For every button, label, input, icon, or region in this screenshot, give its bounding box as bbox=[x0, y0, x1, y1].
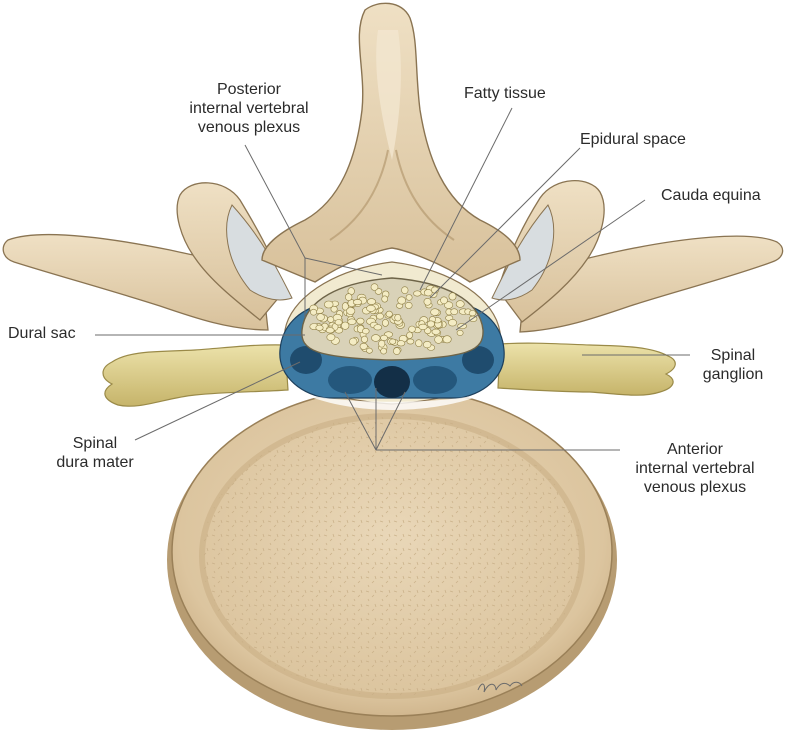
nerve-root bbox=[376, 312, 384, 320]
articular-process-left bbox=[176, 182, 293, 321]
label-spinal-dura-mater: Spinal dura mater bbox=[56, 435, 134, 471]
nerve-root bbox=[378, 339, 386, 348]
nerve-root bbox=[397, 296, 407, 305]
nerve-root bbox=[385, 310, 393, 318]
nerve-root bbox=[341, 321, 350, 330]
nerve-root bbox=[415, 339, 423, 348]
nerve-root bbox=[448, 319, 457, 327]
nerve-root bbox=[325, 327, 335, 334]
nerve-root bbox=[381, 295, 389, 303]
nerve-root bbox=[404, 301, 413, 309]
leader-cauda-equina bbox=[455, 199, 646, 331]
nerve-root bbox=[371, 334, 381, 342]
label-anterior-plexus: Anterior internal vertebral venous plexu… bbox=[635, 441, 755, 496]
leader-lines bbox=[95, 107, 690, 451]
nerve-root bbox=[381, 319, 389, 327]
nerve-root bbox=[423, 289, 433, 297]
nerve-root bbox=[345, 293, 353, 301]
nerve-root bbox=[373, 324, 383, 331]
nerve-root bbox=[440, 296, 448, 305]
label-spinal-ganglion: Spinal ganglion bbox=[702, 347, 764, 383]
nerve-root bbox=[442, 335, 452, 344]
nerve-root bbox=[401, 286, 409, 295]
nerve-root bbox=[366, 347, 373, 354]
nerve-root bbox=[362, 328, 370, 335]
label-cauda-equina: Cauda equina bbox=[661, 187, 761, 204]
nerve-root bbox=[316, 313, 325, 321]
nerve-root bbox=[361, 335, 368, 344]
leader-anterior-plexus bbox=[344, 388, 620, 451]
cauda-equina bbox=[309, 283, 478, 355]
nerve-root bbox=[310, 308, 317, 316]
nerve-root bbox=[326, 333, 336, 341]
spinous-process bbox=[261, 2, 521, 283]
nerve-root bbox=[455, 300, 465, 308]
nerve-root bbox=[346, 307, 356, 315]
nerve-root bbox=[434, 335, 443, 344]
nerve-root bbox=[444, 301, 454, 309]
nerve-root bbox=[406, 331, 413, 339]
leader-posterior-plexus bbox=[244, 144, 383, 318]
leader-fatty-tissue bbox=[419, 107, 513, 291]
nerve-root bbox=[413, 290, 422, 297]
nerve-root bbox=[430, 308, 440, 316]
nerve-root bbox=[393, 347, 401, 355]
nerve-root bbox=[380, 334, 388, 342]
artist-signature bbox=[477, 681, 523, 693]
nerve-root bbox=[394, 314, 402, 322]
nerve-root bbox=[389, 338, 397, 345]
leader-spinal-dura-mater bbox=[134, 361, 301, 441]
nerve-root bbox=[352, 299, 363, 306]
nerve-root bbox=[366, 304, 376, 312]
spinal-ganglion-right bbox=[497, 342, 676, 396]
nerve-root bbox=[405, 294, 413, 301]
label-epidural-space: Epidural space bbox=[580, 131, 686, 148]
nerve-root bbox=[366, 298, 376, 305]
leader-epidural-space bbox=[429, 147, 581, 299]
nerve-root bbox=[315, 324, 324, 331]
nerve-root bbox=[324, 300, 334, 309]
label-dural-sac: Dural sac bbox=[8, 325, 76, 342]
nerve-root bbox=[423, 341, 432, 349]
nerve-root bbox=[448, 292, 457, 301]
vertebral-canal bbox=[279, 261, 505, 410]
nerve-root bbox=[349, 337, 358, 346]
nerve-root bbox=[450, 308, 459, 316]
nerve-root bbox=[396, 340, 406, 347]
label-fatty-tissue: Fatty tissue bbox=[464, 85, 546, 102]
nerve-root bbox=[423, 297, 432, 306]
nerve-root bbox=[406, 338, 415, 345]
nerve-root bbox=[356, 317, 365, 325]
nerve-root bbox=[334, 319, 343, 326]
nerve-root bbox=[347, 318, 357, 325]
nerve-root bbox=[426, 320, 435, 328]
nerve-root bbox=[380, 347, 387, 355]
nerve-root bbox=[418, 323, 428, 331]
articular-process-right bbox=[491, 180, 605, 323]
nerve-root bbox=[408, 325, 416, 333]
nerve-root bbox=[468, 310, 477, 317]
nerve-root bbox=[431, 328, 441, 335]
nerve-root bbox=[341, 302, 349, 311]
nerve-root bbox=[359, 342, 368, 350]
vertebral-body bbox=[167, 387, 617, 730]
spinal-ganglion-left bbox=[102, 344, 289, 407]
nerve-root bbox=[456, 329, 464, 336]
label-posterior-plexus: Posterior internal vertebral venous plex… bbox=[189, 81, 309, 136]
nerve-root bbox=[370, 283, 379, 291]
